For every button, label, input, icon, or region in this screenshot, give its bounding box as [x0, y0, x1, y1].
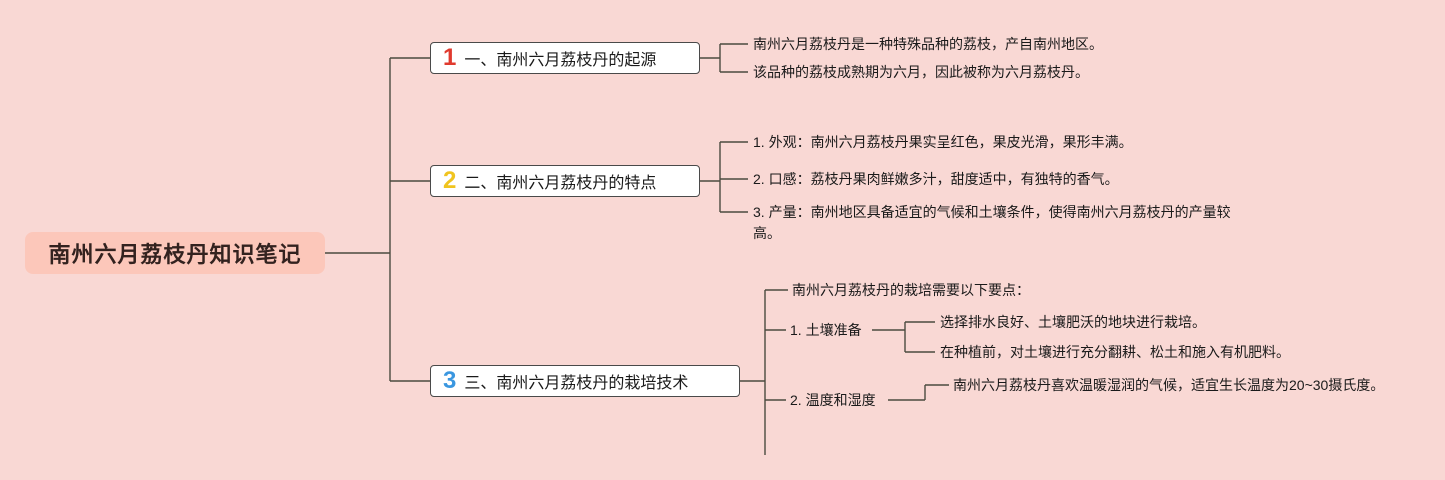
leaf-text[interactable]: 1. 外观：南州六月荔枝丹果实呈红色，果皮光滑，果形丰满。	[753, 134, 1133, 150]
subnode-temperature-humidity[interactable]: 2. 温度和湿度	[790, 392, 876, 408]
branch-label-origin: 一、南州六月荔枝丹的起源	[464, 52, 657, 69]
root-node-label: 南州六月荔枝丹知识笔记	[48, 242, 302, 267]
branch-number-2: 2	[443, 167, 457, 194]
leaf-text[interactable]: 选择排水良好、土壤肥沃的地块进行栽培。	[940, 314, 1206, 330]
branch-node-features[interactable]: 2 二、南州六月荔枝丹的特点	[430, 165, 700, 197]
branch-node-cultivation[interactable]: 3 三、南州六月荔枝丹的栽培技术	[430, 365, 740, 397]
branch-label-features: 二、南州六月荔枝丹的特点	[464, 175, 657, 192]
leaf-text[interactable]: 该品种的荔枝成熟期为六月，因此被称为六月荔枝丹。	[753, 64, 1089, 80]
branch-number-3: 3	[443, 367, 457, 394]
branch-number-1: 1	[443, 44, 457, 71]
leaf-text[interactable]: 2. 口感：荔枝丹果肉鲜嫩多汁，甜度适中，有独特的香气。	[753, 171, 1119, 187]
branch-label-cultivation: 三、南州六月荔枝丹的栽培技术	[464, 375, 689, 392]
leaf-text-cultivation-intro[interactable]: 南州六月荔枝丹的栽培需要以下要点：	[792, 282, 1030, 298]
branch-node-origin[interactable]: 1 一、南州六月荔枝丹的起源	[430, 42, 700, 74]
subnode-soil-preparation[interactable]: 1. 土壤准备	[790, 322, 862, 338]
leaf-text[interactable]: 在种植前，对土壤进行充分翻耕、松土和施入有机肥料。	[940, 344, 1290, 360]
leaf-text[interactable]: 3. 产量：南州地区具备适宜的气候和土壤条件，使得南州六月荔枝丹的产量较高。	[753, 204, 1231, 241]
leaf-text[interactable]: 南州六月荔枝丹喜欢温暖湿润的气候，适宜生长温度为20~30摄氏度。	[953, 377, 1385, 393]
leaf-text[interactable]: 南州六月荔枝丹是一种特殊品种的荔枝，产自南州地区。	[753, 36, 1103, 52]
root-node[interactable]: 南州六月荔枝丹知识笔记	[25, 232, 325, 274]
